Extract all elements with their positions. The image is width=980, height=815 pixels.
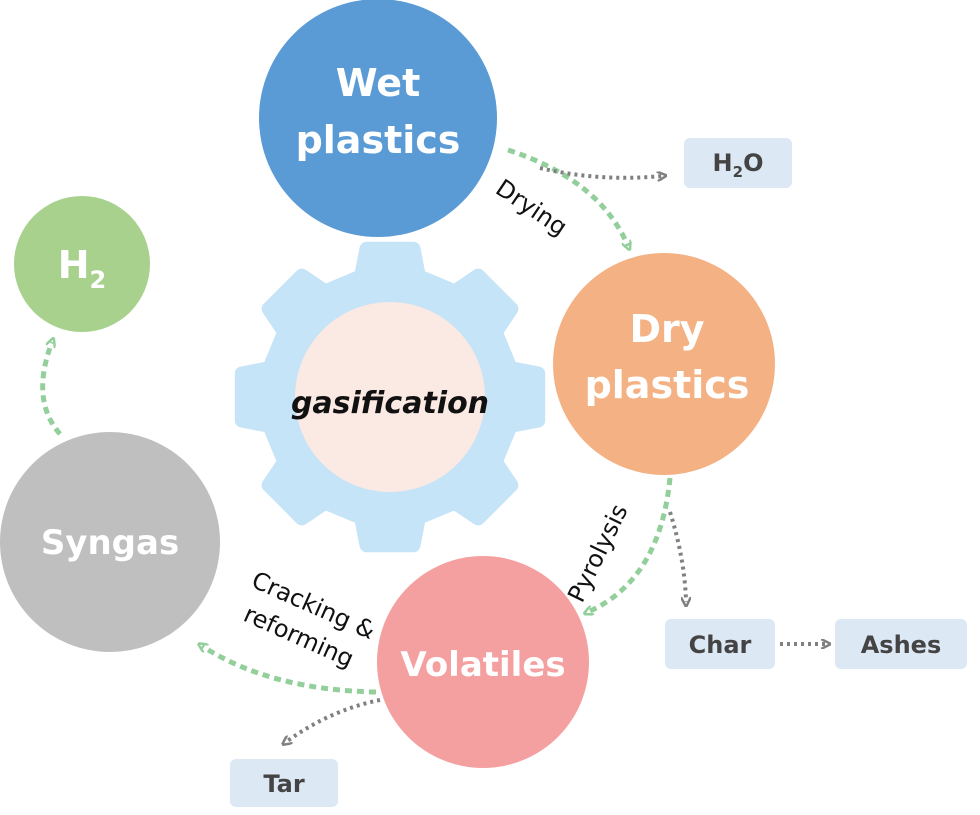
node-syngas: Syngas	[0, 432, 220, 652]
cracking-arrow	[202, 646, 377, 695]
h2-subscript: 2	[90, 266, 107, 294]
water-subscript: 2	[733, 163, 743, 181]
node-wet-plastics: Wet plastics	[259, 0, 497, 237]
volatiles-circle	[377, 556, 589, 768]
tar-label: Tar	[263, 770, 304, 798]
h2-main: H	[58, 243, 90, 287]
box-char: Char	[665, 619, 775, 669]
node-dry-plastics: Dry plastics	[553, 253, 775, 475]
wet-plastics-line2: plastics	[296, 118, 461, 162]
center-label: gasification	[291, 386, 489, 421]
drying-label: Drying	[491, 174, 573, 242]
water-h: H	[713, 149, 733, 177]
h2-circle	[14, 196, 150, 332]
box-tar: Tar	[230, 759, 338, 807]
box-ashes: Ashes	[835, 619, 967, 669]
volatiles-label: Volatiles	[400, 645, 565, 685]
syngas-circle	[0, 432, 220, 652]
water-o: O	[743, 149, 763, 177]
wet-plastics-circle	[259, 0, 497, 237]
char-label: Char	[689, 631, 752, 659]
dry-plastics-line2: plastics	[585, 363, 750, 407]
box-water: H2O	[684, 138, 792, 188]
ashes-label: Ashes	[861, 631, 942, 659]
dry-plastics-line1: Dry	[629, 307, 704, 351]
char-arrow	[668, 511, 686, 602]
h2-label: H2	[58, 243, 107, 294]
pyrolysis-arrow	[588, 477, 673, 612]
tar-arrow	[286, 698, 381, 742]
dry-plastics-circle	[553, 253, 775, 475]
syngas-label: Syngas	[41, 523, 179, 563]
syngas-to-h2-arrow	[40, 342, 62, 436]
node-volatiles: Volatiles	[377, 556, 589, 768]
gear-icon	[234, 241, 546, 553]
water-label: H2O	[713, 149, 764, 181]
drying-arrow	[507, 147, 628, 246]
wet-plastics-line1: Wet	[336, 61, 421, 105]
gear-center	[295, 302, 485, 492]
node-h2: H2	[14, 196, 150, 332]
